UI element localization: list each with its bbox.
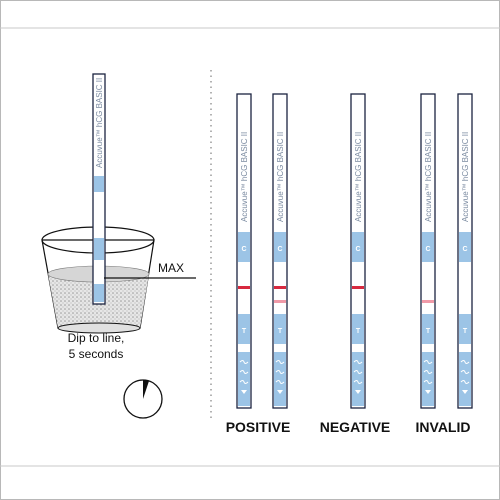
strip-invalid-3: Accuvue™ hCG BASIC II C T: [420, 93, 436, 409]
test-line: [422, 300, 434, 303]
wave-mark: [275, 370, 285, 374]
wave-mark: [423, 380, 433, 384]
strip-positive-0: Accuvue™ hCG BASIC II C T: [236, 93, 252, 409]
test-zone: [459, 314, 471, 344]
test-line: [274, 300, 286, 303]
control-letter: C: [241, 246, 246, 253]
control-letter: C: [462, 246, 467, 253]
arrow-mark: [425, 390, 431, 394]
sample-zone: [274, 352, 286, 406]
arrow-mark: [277, 390, 283, 394]
wave-mark: [353, 360, 363, 364]
test-zone: [274, 314, 286, 344]
positive-label: POSITIVE: [226, 419, 291, 435]
test-letter: T: [278, 328, 283, 335]
wave-mark: [423, 360, 433, 364]
control-line: [238, 286, 250, 289]
instruction-line2: 5 seconds: [69, 347, 124, 361]
control-letter: C: [425, 246, 430, 253]
timer-icon: [123, 379, 163, 419]
control-line: [274, 286, 286, 289]
wave-mark: [353, 380, 363, 384]
arrow-mark: [355, 390, 361, 394]
max-label: MAX: [158, 261, 184, 275]
sample-zone: [422, 352, 434, 406]
control-zone: [274, 232, 286, 262]
negative-label: NEGATIVE: [320, 419, 391, 435]
control-zone: [352, 232, 364, 262]
strip-brand-text: Accuvue™ hCG BASIC II: [354, 132, 363, 222]
wave-mark: [460, 360, 470, 364]
strip-brand-text: Accuvue™ hCG BASIC II: [276, 132, 285, 222]
control-zone: [422, 232, 434, 262]
sample-zone: [459, 352, 471, 406]
dipped-strip-brand: Accuvue™ hCG BASIC II: [95, 78, 104, 168]
wave-mark: [275, 360, 285, 364]
control-letter: C: [277, 246, 282, 253]
control-zone: [459, 232, 471, 262]
test-zone: [422, 314, 434, 344]
control-line: [352, 286, 364, 289]
strip-brand-text: Accuvue™ hCG BASIC II: [240, 132, 249, 222]
test-letter: T: [426, 328, 431, 335]
test-zone: [352, 314, 364, 344]
invalid-label: INVALID: [416, 419, 471, 435]
arrow-mark: [462, 390, 468, 394]
strip-negative-2: Accuvue™ hCG BASIC II C T: [350, 93, 366, 409]
wave-mark: [460, 370, 470, 374]
control-zone: [238, 232, 250, 262]
wave-mark: [423, 370, 433, 374]
control-letter: C: [355, 246, 360, 253]
instruction-line1: Dip to line,: [68, 331, 125, 345]
test-letter: T: [242, 328, 247, 335]
wave-mark: [353, 370, 363, 374]
strip-brand-text: Accuvue™ hCG BASIC II: [461, 132, 470, 222]
sample-zone: [352, 352, 364, 406]
test-letter: T: [463, 328, 468, 335]
strip-positive-1: Accuvue™ hCG BASIC II C T: [272, 93, 288, 409]
test-zone: [238, 314, 250, 344]
wave-mark: [460, 380, 470, 384]
strip-invalid-4: Accuvue™ hCG BASIC II C T: [457, 93, 473, 409]
dipped-strip: Accuvue™ hCG BASIC II: [92, 73, 106, 305]
arrow-mark: [241, 390, 247, 394]
wave-mark: [239, 360, 249, 364]
strip-brand-text: Accuvue™ hCG BASIC II: [424, 132, 433, 222]
wave-mark: [239, 370, 249, 374]
wave-mark: [275, 380, 285, 384]
test-letter: T: [356, 328, 361, 335]
sample-zone: [238, 352, 250, 406]
wave-mark: [239, 380, 249, 384]
